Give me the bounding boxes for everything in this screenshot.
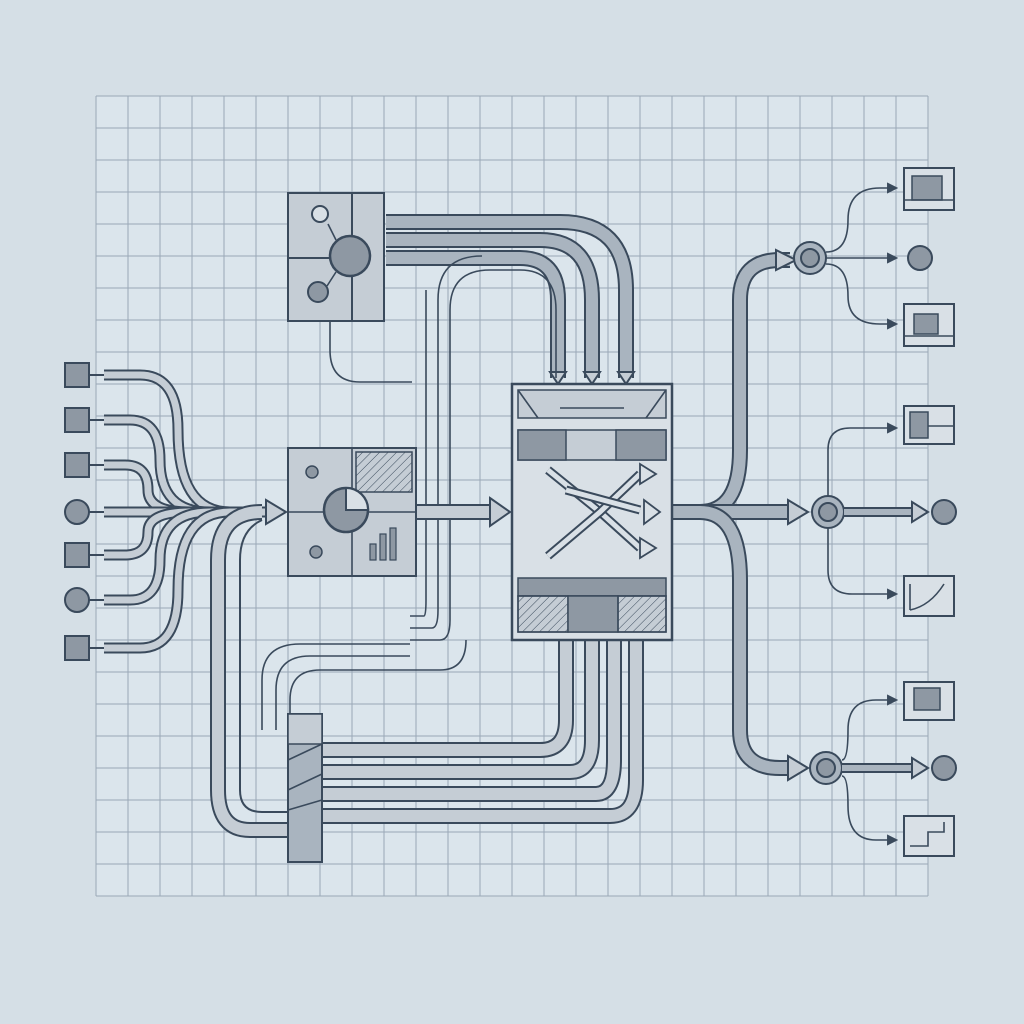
- module-icon[interactable]: [903, 815, 955, 857]
- control-wire: [329, 321, 412, 383]
- input-node-square[interactable]: [64, 452, 90, 478]
- input-node-square[interactable]: [64, 362, 90, 388]
- input-node-circle[interactable]: [64, 499, 90, 525]
- input-node-square[interactable]: [64, 542, 90, 568]
- small-node-icon: [311, 205, 329, 223]
- output-group-top: [793, 167, 955, 347]
- node-icon: [307, 281, 329, 303]
- chart-module-icon[interactable]: [903, 575, 955, 617]
- module-icon[interactable]: [903, 681, 955, 721]
- input-fan-pipes: [104, 369, 288, 654]
- pipe-collector-to-switch: [322, 640, 644, 824]
- large-node-icon: [328, 234, 372, 278]
- input-node-circle[interactable]: [64, 587, 90, 613]
- pipe-analytics-to-switch: [416, 496, 512, 528]
- input-node-square[interactable]: [64, 635, 90, 661]
- bar-chart-icon: [369, 527, 397, 561]
- pipe-return-loop: [210, 504, 290, 838]
- hatched-panel: [355, 451, 413, 493]
- routing-switch-block[interactable]: [510, 382, 674, 642]
- pipe-top-to-switch: [386, 214, 636, 386]
- input-nodes: [64, 362, 104, 661]
- module-icon[interactable]: [903, 167, 955, 211]
- analytics-block[interactable]: [287, 447, 417, 577]
- input-node-square[interactable]: [64, 407, 90, 433]
- output-group-bottom: [809, 681, 957, 857]
- circle-endpoint[interactable]: [931, 499, 957, 525]
- output-group-middle: [811, 405, 957, 617]
- collector-block[interactable]: [287, 713, 323, 863]
- module-icon[interactable]: [903, 303, 955, 347]
- crossing-arrows-icon: [545, 462, 662, 560]
- pipe-collector-left-arc: [261, 639, 467, 730]
- circle-endpoint[interactable]: [931, 755, 957, 781]
- circle-endpoint[interactable]: [907, 245, 933, 271]
- control-panel-block[interactable]: [287, 192, 412, 383]
- pipe-switch-to-outputs: [672, 248, 810, 782]
- module-icon[interactable]: [903, 405, 955, 445]
- pipe-loop-collector: [410, 255, 557, 641]
